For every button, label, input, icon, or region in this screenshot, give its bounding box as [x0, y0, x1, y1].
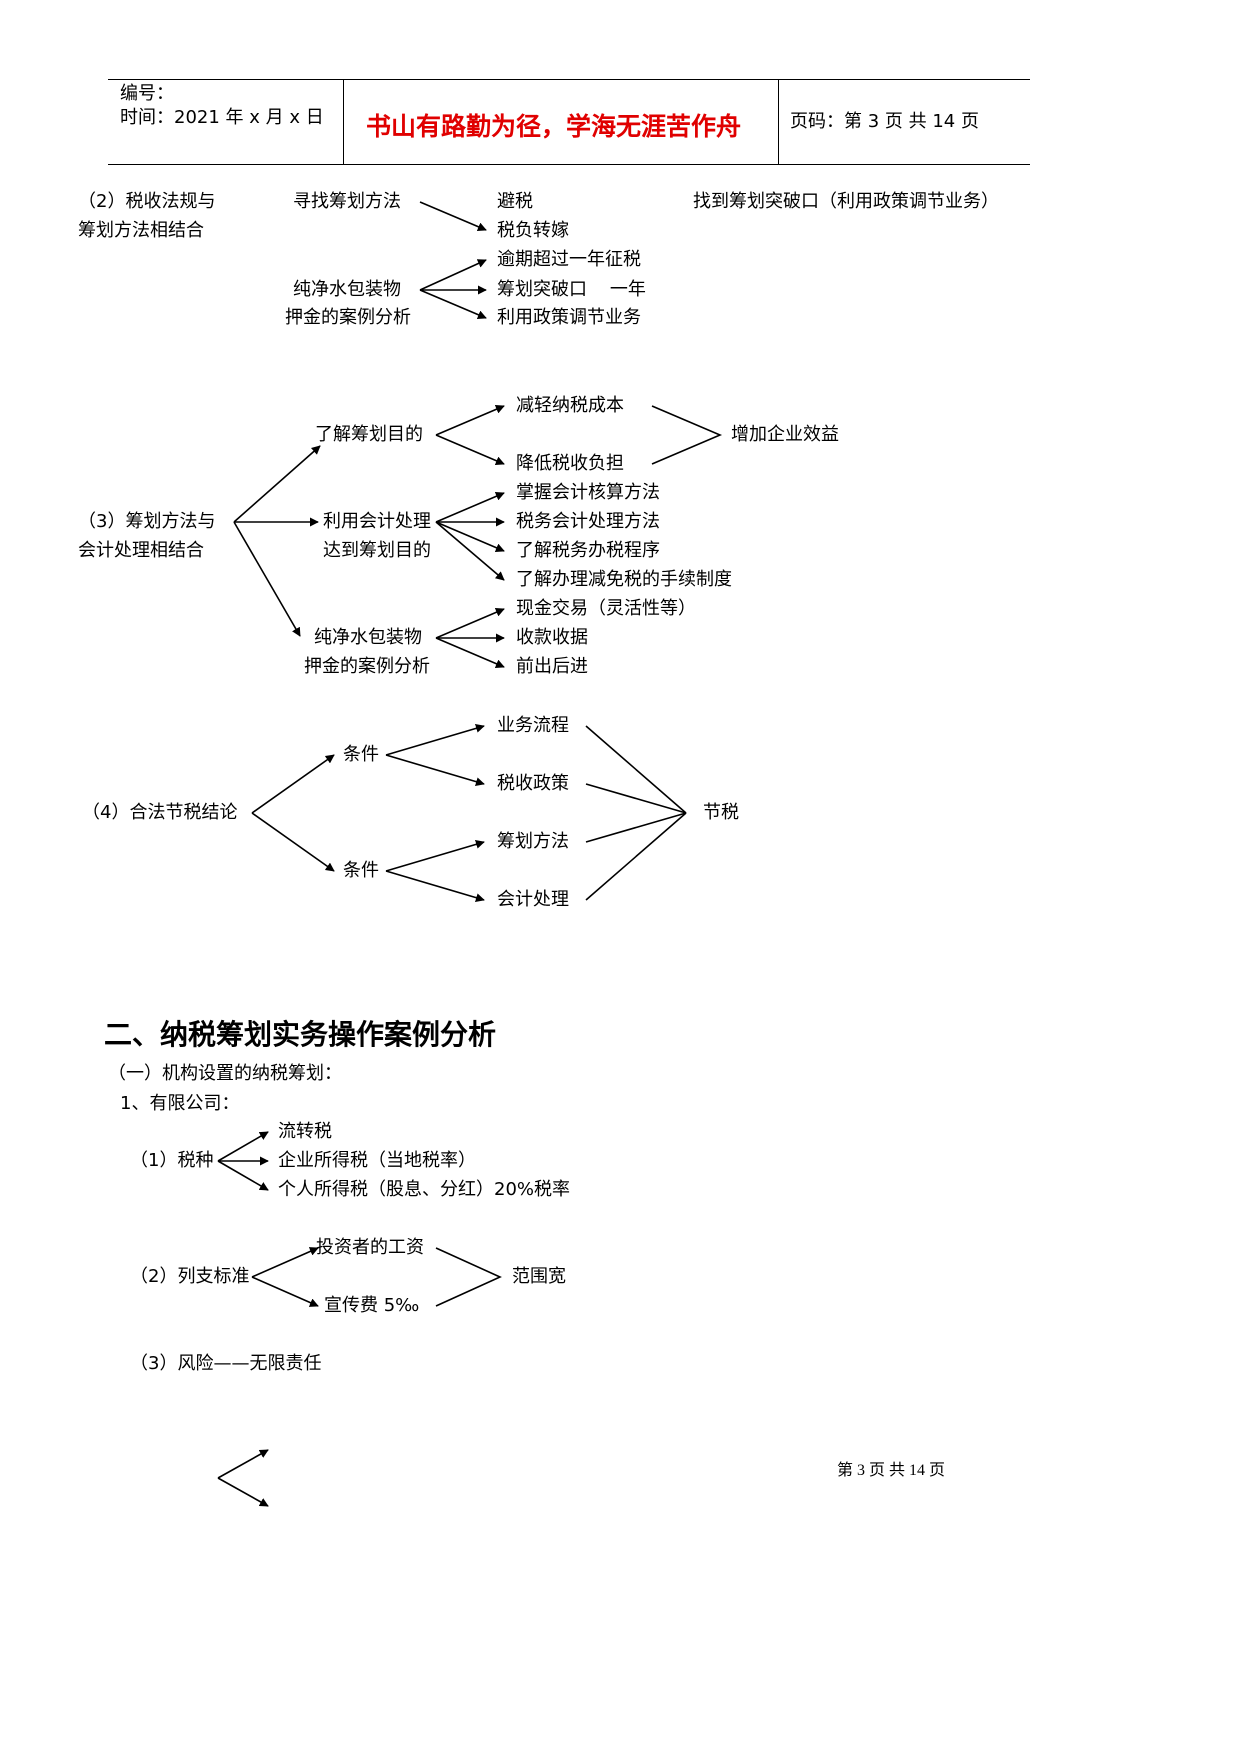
arrow	[217, 1160, 269, 1191]
part-two-heading: 二、纳税筹划实务操作案例分析	[104, 1018, 497, 1051]
case-line1: 纯净水包装物	[314, 627, 422, 648]
document-header	[108, 79, 1030, 165]
arrow	[233, 445, 321, 523]
diagram-connectors	[217, 201, 723, 1507]
arrow	[217, 1449, 269, 1479]
master-accounting: 掌握会计核算方法	[516, 482, 660, 503]
arrow	[217, 1131, 269, 1162]
advert-fee: 宣传费 5‰	[324, 1295, 420, 1316]
arrow	[385, 723, 485, 756]
arrow	[435, 521, 505, 552]
exemption-procedure: 了解办理减免税的手续制度	[516, 569, 732, 590]
connector	[585, 812, 687, 901]
section2-label-line2: 筹划方法相结合	[78, 220, 204, 241]
avoid-tax: 避税	[497, 191, 533, 212]
arrow	[435, 521, 505, 581]
section2-label-line1: （2）税收法规与	[78, 191, 216, 212]
arrow	[251, 812, 335, 872]
lower-burden: 降低税收负担	[516, 453, 624, 474]
case-line2: 押金的案例分析	[304, 656, 430, 677]
connector	[585, 725, 687, 814]
overdue-tax: 逾期超过一年征税	[497, 249, 641, 270]
arrow	[385, 870, 485, 903]
use-accounting-line2: 达到筹划目的	[323, 540, 431, 561]
section3-label-line2: 会计处理相结合	[78, 540, 204, 561]
use-accounting-line1: 利用会计处理	[323, 511, 431, 532]
connector	[585, 783, 687, 814]
risk-line: （3）风险——无限责任	[130, 1353, 322, 1374]
shift-burden: 税负转嫁	[497, 220, 569, 241]
arrow	[419, 259, 487, 291]
wide-scope: 范围宽	[512, 1266, 566, 1287]
condition-b: 条件	[343, 860, 379, 881]
bracket	[435, 1247, 502, 1307]
page-label: 页码：第 3 页 共 14 页	[790, 111, 979, 132]
business-flow: 业务流程	[497, 715, 569, 736]
serial-label: 编号：	[120, 83, 174, 104]
arrow	[435, 434, 505, 465]
arrow	[435, 492, 505, 523]
arrow	[385, 839, 485, 872]
arrow	[419, 289, 487, 319]
section3-label-line1: （3）筹划方法与	[78, 511, 216, 532]
investor-salary: 投资者的工资	[316, 1237, 424, 1258]
corporate-tax: 企业所得税（当地税率）	[278, 1150, 476, 1171]
case-line1: 纯净水包装物	[293, 279, 401, 300]
arrow	[233, 521, 301, 637]
turnover-tax: 流转税	[278, 1121, 332, 1142]
motto: 书山有路勤为径，学海无涯苦作舟	[366, 112, 742, 141]
tax-procedure: 了解税务办税程序	[516, 540, 660, 561]
arrow	[435, 637, 505, 668]
arrow	[435, 405, 505, 436]
understand-goal: 了解筹划目的	[315, 424, 423, 445]
breakthrough-note: 找到筹划突破口（利用政策调节业务）	[693, 191, 999, 212]
arrow	[385, 754, 485, 787]
page-footer: 第 3 页 共 14 页	[837, 1462, 946, 1479]
increase-benefit: 增加企业效益	[731, 424, 839, 445]
arrow	[419, 201, 487, 231]
receipt: 收款收据	[516, 627, 588, 648]
accounting: 会计处理	[497, 889, 569, 910]
sub-heading-1: （一）机构设置的纳税筹划：	[108, 1063, 342, 1084]
cash-trade: 现金交易（灵活性等）	[516, 598, 696, 619]
condition-a: 条件	[343, 744, 379, 765]
reduce-cost: 减轻纳税成本	[516, 395, 624, 416]
item-1: 1、有限公司：	[120, 1093, 240, 1114]
in-out: 前出后进	[516, 656, 588, 677]
expense-label: （2）列支标准	[130, 1266, 250, 1287]
tax-policy: 税收政策	[497, 773, 569, 794]
find-method: 寻找筹划方法	[293, 191, 401, 212]
connector	[585, 812, 687, 843]
tax-accounting: 税务会计处理方法	[516, 511, 660, 532]
tax-types-label: （1）税种	[130, 1150, 214, 1171]
case-line2: 押金的案例分析	[285, 307, 411, 328]
header-divider	[343, 80, 344, 164]
arrow	[435, 608, 505, 639]
header-divider	[778, 80, 779, 164]
arrow	[251, 1276, 319, 1307]
time-label: 时间：2021 年 x 月 x 日	[120, 107, 324, 128]
planning-method: 筹划方法	[497, 831, 569, 852]
policy-adjust: 利用政策调节业务	[497, 307, 641, 328]
arrow	[251, 754, 335, 814]
arrow	[217, 1477, 269, 1507]
breakpoint: 筹划突破口 一年	[497, 279, 646, 300]
save-tax: 节税	[703, 802, 739, 823]
arrow	[251, 1247, 319, 1278]
section4-label: （4）合法节税结论	[82, 802, 238, 823]
bracket	[651, 405, 723, 465]
personal-tax: 个人所得税（股息、分红）20%税率	[278, 1179, 571, 1200]
